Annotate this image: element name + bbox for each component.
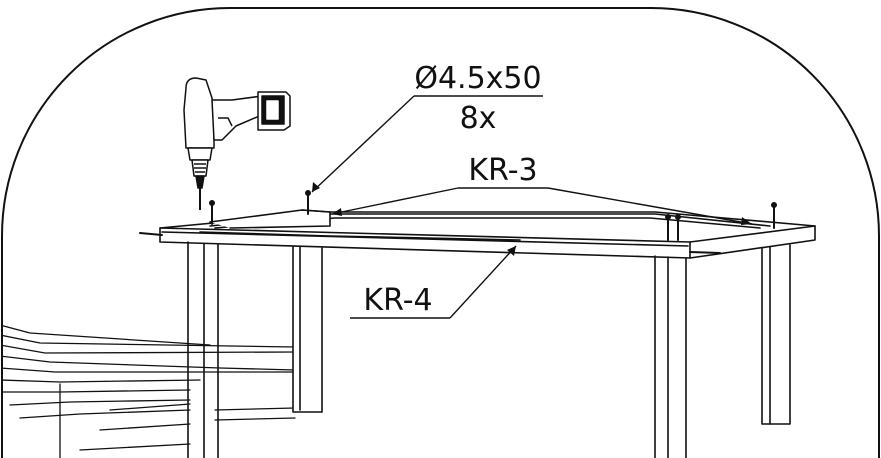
leader-lines	[311, 95, 753, 319]
bed-slats	[2, 324, 296, 458]
back-leg-right	[761, 244, 791, 425]
plank-kr3	[209, 209, 331, 229]
screw-quantity-label: 8x	[460, 101, 497, 136]
screws	[209, 190, 777, 241]
front-leg-right	[654, 255, 687, 458]
front-leg-left	[187, 241, 219, 458]
callout-kr4: KR-4	[363, 283, 432, 318]
side-screw-left	[139, 232, 163, 236]
side-screw-right	[689, 251, 721, 254]
back-leg-left	[292, 244, 323, 413]
screw-size-label: Ø4.5x50	[414, 61, 541, 96]
arrowheads	[312, 182, 752, 256]
oval-frame	[1, 7, 880, 458]
callout-kr3: KR-3	[468, 153, 537, 188]
drill-icon	[183, 77, 291, 210]
